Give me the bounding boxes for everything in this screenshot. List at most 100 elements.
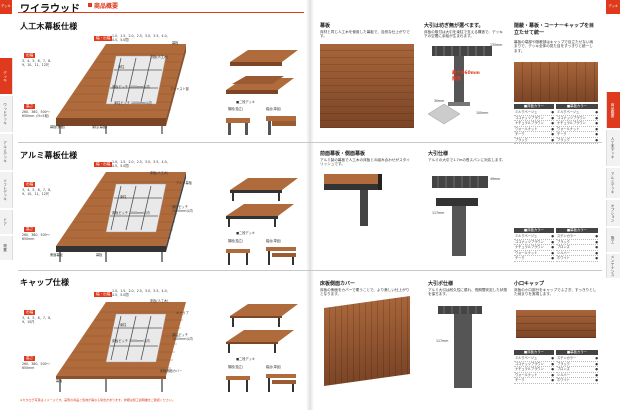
page-subtitle: 商品概要 — [94, 3, 119, 10]
left-tab-0[interactable]: デッキ — [0, 58, 13, 94]
left-tab-3[interactable]: ソフトデッキ — [0, 172, 13, 208]
step-image-1 — [226, 116, 296, 135]
left-tab-5[interactable]: 物置 — [0, 236, 13, 260]
right-tab-2[interactable]: アルミデッキ — [606, 168, 620, 198]
deck-label-3-0: 床板(人工木) — [150, 299, 169, 303]
deck-side-fascia — [166, 44, 186, 126]
step-image-2 — [226, 247, 296, 265]
color-table-3-col2: ■幕板カラー — [556, 350, 598, 355]
section-title-1: 人工木幕板仕様 — [20, 22, 78, 31]
deck-illustration-3 — [56, 302, 186, 392]
left-tab-4[interactable]: ドア — [0, 210, 13, 234]
row-name: ナチュラルブラウン — [515, 367, 544, 372]
deck-label-2-1: アルミ幕板 — [176, 181, 192, 185]
right-tab-5[interactable]: メンテナンス — [606, 254, 620, 278]
row-name: ブラック — [557, 361, 570, 366]
row-name: ミルクベージュ — [515, 110, 538, 114]
joist-dim-1: 30mm — [434, 99, 445, 103]
row-mark: ● — [551, 361, 555, 366]
width-values-2: 1.0、1.5、2.0、2.5、3.0、3.5、4.0、4.5、5.0間 — [112, 160, 170, 168]
row-mark: ● — [551, 121, 555, 126]
deck-label-3-4: 束柱ピッチ 1000mm以内 — [172, 333, 193, 341]
right-tab-4[interactable]: 施工 — [606, 228, 620, 252]
row-mark: ● — [595, 245, 598, 250]
feature-title-2: 大引は坊ぎ無が選べます。 — [424, 23, 484, 29]
color-table-2-rows: ミルクベージュ●ステンカラー● ココナッツブラウン●ブラック● ナチュラルブラウ… — [514, 234, 598, 262]
right-tab-1[interactable]: 人工木デッキ — [606, 130, 620, 166]
deck-label-3-2: 束柱 — [120, 323, 127, 327]
row-mark: ● — [595, 372, 598, 377]
row-name: ブラック — [557, 239, 570, 244]
height-values-1: 260、380、500〜650mm（H=5段） — [22, 110, 51, 118]
feature-title-5: 大引仕様 — [428, 151, 449, 157]
joist-dim-0: 135mm — [490, 43, 503, 47]
feature-title-3: 隠蔽・幕板・コーナーキャップを目立たせて統一 — [514, 23, 595, 36]
step-image-3 — [226, 374, 296, 392]
two-step-deck-image-1 — [226, 50, 298, 94]
two-step-deck-image-3 — [226, 304, 298, 353]
row-mark: ● — [595, 367, 598, 372]
corner-tab-right-label: デッキ — [608, 4, 618, 8]
thumb-caption-3: ■二段デッキ — [236, 357, 255, 361]
row-name: チーク — [515, 378, 525, 383]
row-mark: ● — [595, 234, 598, 238]
color-table-1-col1: ■床板カラー — [514, 104, 554, 109]
deck-label-3-6: 幕板 — [56, 379, 63, 383]
right-tab-3[interactable]: オプション — [606, 200, 620, 226]
row-mark: ● — [595, 361, 598, 366]
section-divider-1 — [18, 142, 602, 143]
left-tab-1[interactable]: ウッドデッキ — [0, 96, 13, 132]
row-name: ココナッツブラウン — [515, 361, 544, 366]
row-mark: ● — [595, 378, 598, 383]
row-mark: ● — [551, 234, 555, 238]
row-name: ステンカラー — [557, 356, 577, 360]
end-cap-photo — [516, 310, 596, 338]
row-mark: ● — [595, 132, 598, 137]
row-name: ウォールナット — [515, 126, 538, 131]
right-tab-0[interactable]: 商品概要 — [606, 92, 620, 128]
row-name: チーク — [515, 132, 525, 137]
size-badge-1: 幅・出幅 — [94, 36, 113, 41]
height-badge-2: 高さ — [24, 227, 36, 232]
row-name: シルバー — [557, 250, 570, 255]
row-mark: ● — [551, 110, 555, 114]
side-cover-stripes — [324, 295, 410, 387]
feature-text-6: 床板の側面をカバーで覆うことで、より美しい仕上がりとなります。 — [320, 288, 410, 297]
section-title-3: キャップ仕様 — [20, 278, 70, 287]
color-table-3-rows: ミルクベージュ●ステンカラー● ココナッツブラウン●ブラック● ナチュラルブラウ… — [514, 356, 598, 384]
row-name: ブラック — [515, 137, 528, 142]
footer-note: ※カタログ写真はイメージです。実際の商品と色味が異なる場合があります。詳細は施工… — [20, 398, 175, 402]
depth-values-3: 3、4、5、6、7、8、9、10尺 — [22, 316, 54, 324]
deck-label-1-0: 幕板 — [172, 41, 179, 45]
row-name: ココナッツブラウン — [557, 115, 586, 120]
color-table-2-col2: ■幕板カラー — [556, 228, 598, 233]
row-name: ウォールナット — [557, 126, 580, 131]
depth-badge-1: 出幅 — [24, 53, 36, 58]
row-mark: ● — [595, 115, 598, 120]
alu-joist-diagram — [432, 176, 488, 256]
row-mark: ● — [551, 250, 555, 255]
row-mark: ● — [551, 245, 555, 250]
deck-label-2-0: 床板(人工木) — [150, 171, 169, 175]
alu-fascia-diagram — [324, 174, 382, 226]
row-mark: ● — [551, 132, 555, 137]
deck-label-1-5: 束柱ピッチ 1000mm以内 — [114, 101, 152, 105]
feature-text-4: アルミ製の幕板で人工木の床板との組み合わせがスタイリッシュです。 — [320, 158, 410, 167]
thumb-sub-2-1: 踏台(単品) — [266, 239, 282, 243]
width-values-1: 1.0、1.5、2.0、2.5、3.0、3.5、4.0、4.5、5.0間 — [112, 34, 170, 42]
row-mark: ● — [595, 256, 598, 261]
row-name: ホワイト — [557, 378, 570, 383]
color-table-1-rows: ミルクベージュ●ミルクベージュ● ココナッツブラウン●ココナッツブラウン● ナチ… — [514, 110, 598, 144]
row-name: ココナッツブラウン — [515, 115, 544, 120]
left-tab-2[interactable]: アルミデッキ — [0, 134, 13, 170]
fascia-photo-stripes — [320, 44, 414, 128]
deck-label-2-6: 幕板 — [96, 253, 103, 257]
row-name: チーク — [515, 256, 525, 261]
row-mark: ● — [551, 372, 555, 377]
thumb-caption-2: ■二段デッキ — [236, 231, 255, 235]
deck-label-2-3: 床板ピッチ 1000mm以内 — [112, 211, 150, 215]
thumb-caption-1: ■二段デッキ — [236, 100, 255, 104]
feature-title-7: 大引ポ仕様 — [428, 281, 454, 287]
deck-label-1-2: 束柱 — [118, 65, 125, 69]
row-mark: ● — [595, 250, 598, 255]
